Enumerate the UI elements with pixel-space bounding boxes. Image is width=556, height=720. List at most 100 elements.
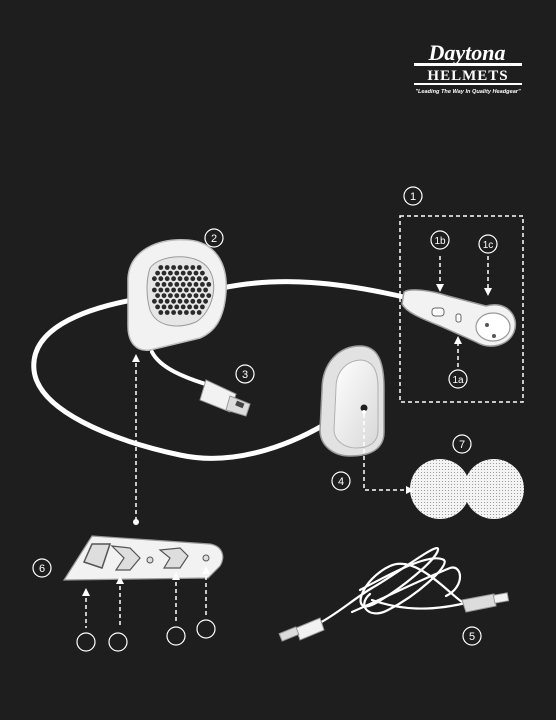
grille-hole	[171, 299, 176, 304]
main-speaker	[128, 240, 226, 350]
grille-hole	[158, 288, 163, 293]
grille-hole	[171, 265, 176, 270]
grille-hole	[155, 305, 160, 310]
logo-rule-top	[414, 63, 522, 66]
callout-blank-pinhole	[197, 620, 215, 638]
arrow-1a	[454, 336, 462, 344]
secondary-speaker	[320, 346, 384, 456]
callout-label-1b: 1b	[434, 236, 446, 247]
callout-label-3: 3	[242, 369, 248, 381]
speaker-pad-face	[334, 360, 378, 448]
brand-tagline: "Leading The Way In Quality Headgear"	[415, 89, 521, 95]
mic-hole-2	[492, 334, 496, 338]
grille-hole	[190, 265, 195, 270]
grille-hole	[190, 310, 195, 315]
grille-hole	[174, 293, 179, 298]
grille-hole	[155, 293, 160, 298]
grille-hole	[152, 299, 157, 304]
grille-hole	[200, 293, 205, 298]
grille-hole	[187, 282, 192, 287]
brand-script-text: Daytona	[428, 40, 506, 65]
grille-hole	[165, 265, 170, 270]
leader-dot-panel	[133, 519, 139, 525]
callout-label-1: 1	[410, 191, 416, 203]
grille-hole	[206, 282, 211, 287]
grille-hole	[197, 276, 202, 281]
grille-hole	[162, 271, 167, 276]
logo-rule-bottom	[414, 83, 522, 85]
grille-hole	[197, 288, 202, 293]
grille-hole	[184, 265, 189, 270]
grille-hole	[197, 265, 202, 270]
grille-hole	[178, 265, 183, 270]
grille-hole	[181, 305, 186, 310]
grille-hole	[200, 305, 205, 310]
grille-hole	[158, 299, 163, 304]
grille-hole	[194, 271, 199, 276]
grille-hole	[168, 282, 173, 287]
usb-plug-a-tip	[279, 627, 299, 641]
grille-hole	[181, 271, 186, 276]
grille-hole	[197, 299, 202, 304]
usb-plug-b	[462, 594, 496, 612]
grille-hole	[155, 271, 160, 276]
callout-circles	[33, 187, 497, 651]
grille-hole	[168, 305, 173, 310]
usb-plug-b-tip	[493, 593, 508, 603]
grille-hole	[165, 299, 170, 304]
grille-hole	[181, 282, 186, 287]
grille-hole	[187, 305, 192, 310]
callout-label-4: 4	[338, 476, 344, 488]
callout-label-6: 6	[39, 563, 45, 575]
grille-hole	[174, 271, 179, 276]
grille-hole	[165, 276, 170, 281]
grille-hole	[165, 288, 170, 293]
boom-cable	[222, 282, 408, 298]
grille-hole	[187, 293, 192, 298]
grille-hole	[184, 310, 189, 315]
foam-cover-right	[464, 459, 524, 519]
grille-hole	[162, 282, 167, 287]
audio-connector	[200, 380, 250, 416]
grille-hole	[178, 276, 183, 281]
leader-dot-speaker	[362, 410, 366, 414]
grille-hole	[171, 288, 176, 293]
foam-covers	[410, 459, 524, 519]
grille-hole	[206, 293, 211, 298]
grille-hole	[203, 276, 208, 281]
grille-hole	[171, 276, 176, 281]
grille-hole	[174, 282, 179, 287]
callout-label-5: 5	[469, 631, 475, 643]
arrow-port	[82, 588, 90, 596]
foam-cover-left	[410, 459, 470, 519]
usb-plug-a	[296, 618, 324, 640]
arrow-1b	[436, 284, 444, 292]
connector-cable	[152, 352, 212, 386]
panel-pinhole	[203, 555, 209, 561]
grille-hole	[197, 310, 202, 315]
callout-label-2: 2	[211, 233, 217, 245]
grille-hole	[194, 293, 199, 298]
grille-hole	[184, 276, 189, 281]
grille-hole	[162, 293, 167, 298]
grille-hole	[168, 271, 173, 276]
grille-hole	[184, 288, 189, 293]
grille-hole	[190, 288, 195, 293]
brand-block-text: HELMETS	[427, 68, 508, 84]
grille-hole	[158, 310, 163, 315]
grille-hole	[190, 299, 195, 304]
grille-hole	[178, 299, 183, 304]
grille-hole	[203, 288, 208, 293]
callout-label-7: 7	[459, 439, 465, 451]
mic-slot	[456, 314, 461, 322]
grille-hole	[203, 299, 208, 304]
grille-hole	[200, 282, 205, 287]
callout-blank-button-left	[109, 633, 127, 651]
arrow-1c	[484, 288, 492, 296]
callout-label-1a: 1a	[452, 375, 464, 386]
grille-hole	[178, 288, 183, 293]
mic-hole-1	[485, 323, 489, 327]
grille-hole	[162, 305, 167, 310]
